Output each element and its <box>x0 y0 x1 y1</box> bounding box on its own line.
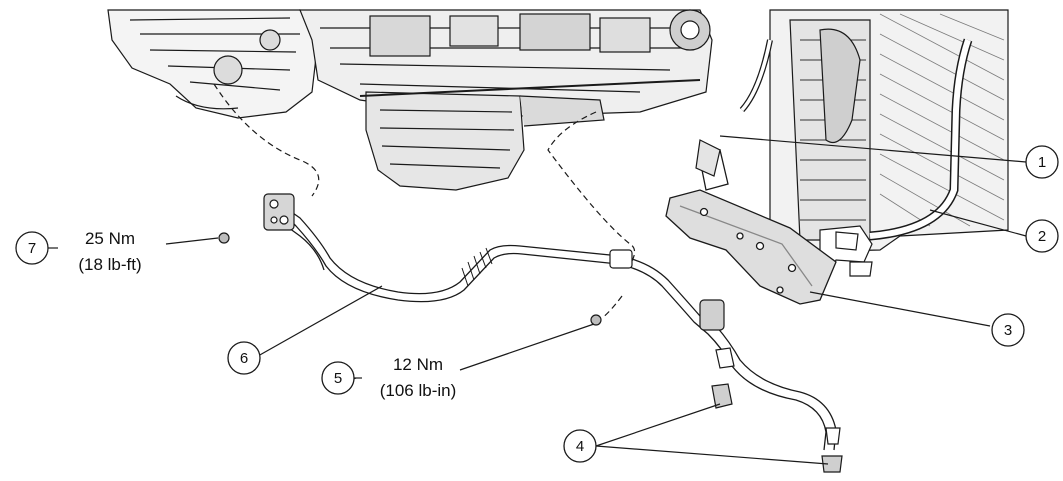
svg-text:12 Nm: 12 Nm <box>393 355 443 374</box>
line-fitting-block <box>263 193 295 231</box>
svg-text:1: 1 <box>1038 154 1046 171</box>
torque-spec-7: 25 Nm (18 lb-ft) <box>78 229 141 274</box>
routing-dashed-lines <box>213 83 636 319</box>
cooler-fitting <box>609 249 725 331</box>
cooler-line <box>277 203 837 451</box>
torque-spec-5: 12 Nm (106 lb-in) <box>380 355 457 400</box>
svg-text:7: 7 <box>28 240 36 257</box>
radiator-fittings <box>695 139 873 277</box>
svg-text:4: 4 <box>576 438 584 455</box>
svg-text:(106 lb-in): (106 lb-in) <box>380 381 457 400</box>
svg-text:(18 lb-ft): (18 lb-ft) <box>78 255 141 274</box>
svg-text:3: 3 <box>1004 322 1012 339</box>
callout-7: 7 <box>15 231 49 265</box>
svg-text:2: 2 <box>1038 228 1046 245</box>
callout-3: 3 <box>991 313 1025 347</box>
svg-text:6: 6 <box>240 350 248 367</box>
callout-6: 6 <box>227 341 261 375</box>
callout-4: 4 <box>563 429 597 463</box>
svg-text:5: 5 <box>334 370 342 387</box>
bolt-5 <box>590 314 602 326</box>
bolt-7 <box>218 232 230 244</box>
callout-1: 1 <box>1025 145 1059 179</box>
callout-5: 5 <box>321 361 355 395</box>
svg-text:25 Nm: 25 Nm <box>85 229 135 248</box>
callout-2: 2 <box>1025 219 1059 253</box>
retaining-clips <box>711 347 843 473</box>
